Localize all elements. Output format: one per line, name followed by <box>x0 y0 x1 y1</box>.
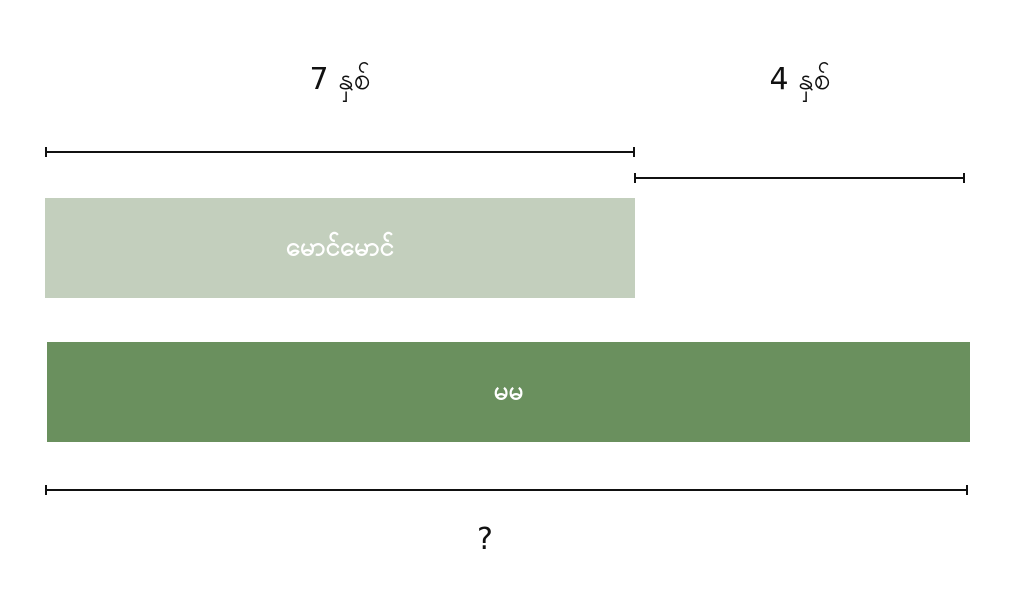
top-right-span-label: 4 နှစ် <box>769 62 831 97</box>
top-left-span-label: 7 နှစ် <box>309 62 371 97</box>
bottom-bar: မမ <box>47 342 970 442</box>
top-bar-label: မောင်မောင် <box>285 231 395 262</box>
bottom-span-bracket <box>45 485 968 495</box>
top-right-span-bracket <box>634 173 965 183</box>
top-bar: မောင်မောင် <box>45 198 635 298</box>
bottom-bar-label: မမ <box>493 375 524 406</box>
top-left-span-bracket <box>45 147 635 157</box>
bottom-span-label: ? <box>477 522 493 557</box>
